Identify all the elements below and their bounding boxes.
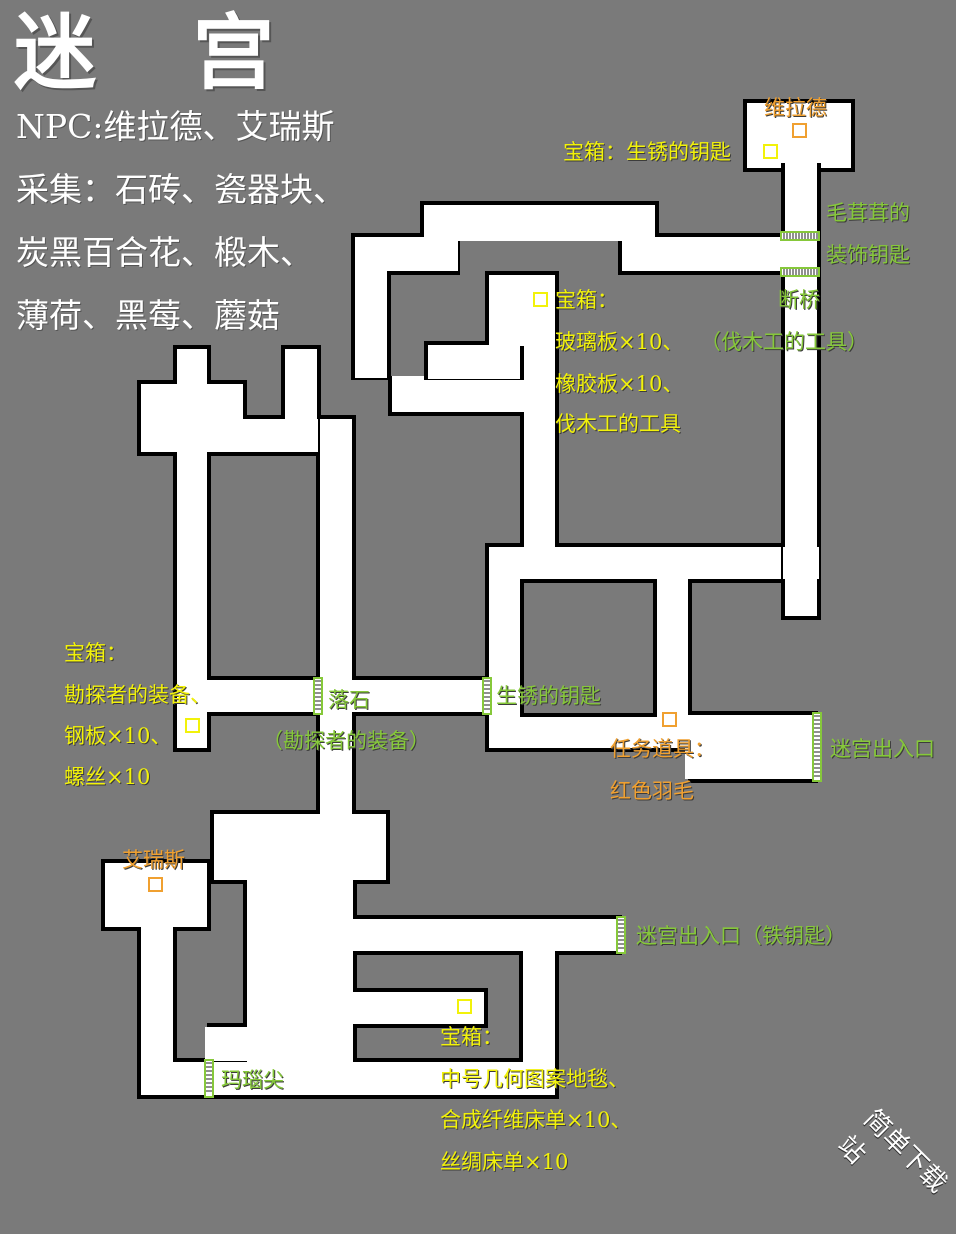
lumber-tool-gate-label: （伐木工的工具） [700, 330, 868, 354]
npc-villard-label: 维拉德 [764, 96, 827, 120]
gate-iron-key-exit [616, 916, 626, 954]
npc-iris-label: 艾瑞斯 [122, 848, 185, 872]
explorer-chest-marker [185, 718, 200, 733]
chest-bed-title: 宝箱： [440, 1025, 503, 1049]
upper-loop-inner [424, 341, 526, 383]
gather-info-2: 炭黑百合花、椴木、 [16, 233, 313, 272]
chest-glass-item-1: 玻璃板×10、 [555, 330, 684, 354]
gate-fluffy-key [780, 231, 820, 241]
chest-explorer-item-1: 勘探者的装备、 [64, 683, 211, 707]
chest-explorer-item-2: 钢板×10、 [64, 724, 172, 748]
rockfall-label: 落石 [328, 688, 370, 712]
page-title: 迷 宫 [14, 5, 309, 101]
quest-item-label-1: 任务道具： [610, 737, 715, 761]
gather-info-3: 薄荷、黑莓、蘑菇 [16, 296, 280, 335]
fluffy-key-label-2: 装饰钥匙 [826, 243, 910, 267]
gate-rusty-key [482, 677, 492, 715]
chest-explorer-title: 宝箱： [64, 641, 127, 665]
broken-bridge-label: 断桥 [778, 288, 820, 312]
villard-marker [792, 123, 807, 138]
quest-item-marker [662, 712, 677, 727]
bed-chest-marker [457, 999, 472, 1014]
gate-exit [812, 712, 822, 782]
chest-bed-item-3: 丝绸床单×10 [440, 1150, 569, 1174]
explorer-gear-gate-label: （勘探者的装备） [262, 729, 430, 753]
iris-marker [148, 877, 163, 892]
chest-glass-item-3: 伐木工的工具 [555, 412, 681, 436]
gather-info-1: 采集：石砖、瓷器块、 [16, 170, 346, 209]
quest-item-label-2: 红色羽毛 [610, 779, 694, 803]
left-top-spike-2 [281, 345, 321, 421]
iron-key-exit-label: 迷宫出入口（铁钥匙） [636, 924, 846, 948]
glass-chest-room [485, 271, 559, 345]
maze-map [101, 99, 855, 1099]
npc-info: NPC:维拉德、艾瑞斯 [16, 107, 335, 146]
chest-glass-item-2: 橡胶板×10、 [555, 372, 684, 396]
chest-bed-item-1: 中号几何图案地毯、 [440, 1067, 629, 1091]
rusty-key-gate-label: 生锈的钥匙 [496, 684, 601, 708]
chest-rusty-key-label: 宝箱：生锈的钥匙 [563, 140, 731, 164]
agate-gate-label: 玛瑙尖 [221, 1068, 284, 1092]
markers [148, 123, 807, 1014]
gate-broken-bridge [780, 267, 820, 277]
chest-glass-title: 宝箱： [555, 288, 618, 312]
chest-explorer-item-3: 螺丝×10 [64, 765, 151, 789]
gate-rockfall [313, 677, 323, 715]
rusty-key-chest-marker [763, 144, 778, 159]
chest-bed-item-2: 合成纤维床单×10、 [440, 1108, 632, 1132]
maze-exit-label: 迷宫出入口 [830, 737, 935, 761]
fluffy-key-label-1: 毛茸茸的 [826, 201, 910, 225]
glass-chest-marker [533, 292, 548, 307]
gate-hatching [206, 233, 820, 1092]
